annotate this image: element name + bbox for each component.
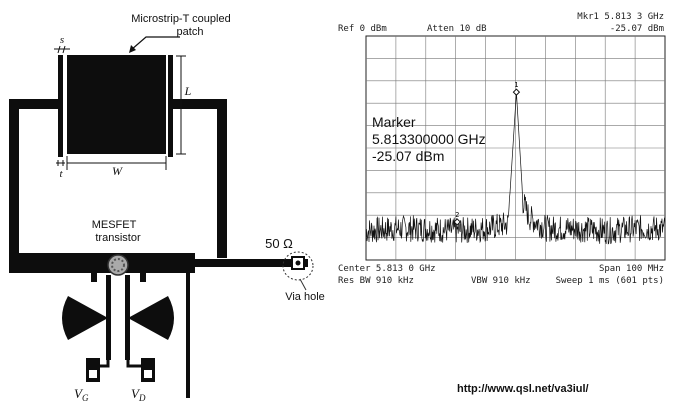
marker-title: Marker xyxy=(372,114,416,130)
patch-antenna xyxy=(67,55,166,154)
vbw-label: VBW 910 kHz xyxy=(471,276,531,286)
gate-bias-line xyxy=(106,275,111,360)
marker-1-tag: 1 xyxy=(514,81,518,89)
patch-label-arrow xyxy=(130,36,180,51)
transistor-label-line1: MESFET xyxy=(92,219,137,231)
vg-trace xyxy=(100,360,110,368)
vd-label: VD xyxy=(131,386,146,403)
marker-2-tag: 2 xyxy=(455,211,459,219)
dim-t-label: t xyxy=(59,168,63,180)
circuit-schematic: Microstrip-T coupled patch s L t W MESFE… xyxy=(9,13,325,403)
dim-L-marker xyxy=(176,55,186,155)
vg-pad-hole xyxy=(89,370,97,378)
feedline-left xyxy=(9,99,58,258)
via-hole-icon xyxy=(295,260,301,266)
spectrum-trace xyxy=(365,93,666,245)
marker-level: -25.07 dBm xyxy=(372,148,444,164)
res-bw-label: Res BW 910 kHz xyxy=(338,276,414,286)
radial-stub-right xyxy=(128,296,174,340)
impedance-label: 50 Ω xyxy=(265,236,293,251)
mesfet-transistor xyxy=(107,254,129,276)
vg-label: VG xyxy=(74,386,89,403)
main-microstrip xyxy=(9,253,195,273)
ref-level-label: Ref 0 dBm xyxy=(338,24,387,34)
patch-coupling-strip-left xyxy=(58,55,63,157)
dim-s-label: s xyxy=(60,34,64,46)
attenuation-label: Atten 10 dB xyxy=(427,24,487,34)
via-hole-label: Via hole xyxy=(285,291,325,303)
marker-1-diamond xyxy=(512,88,521,96)
dim-W-marker xyxy=(66,156,167,170)
patch-label-arrowhead xyxy=(129,45,136,53)
dim-W-label: W xyxy=(112,164,123,178)
via-label-leader xyxy=(299,278,307,291)
marker-readout-line2: -25.07 dBm xyxy=(610,24,664,34)
patch-label-line1: Microstrip-T coupled xyxy=(131,13,230,25)
spectrum-analyzer: Mkr1 5.813 3 GHz -25.07 dBm Ref 0 dBm At… xyxy=(338,12,666,286)
source-tab-right xyxy=(140,272,146,282)
feedline-right xyxy=(173,99,227,258)
dim-L-label: L xyxy=(184,84,192,98)
patch-label-line2: patch xyxy=(177,26,204,38)
span-label: Span 100 MHz xyxy=(599,264,664,274)
via-hole-dashed-ring xyxy=(282,251,314,281)
dim-s-marker xyxy=(54,45,70,54)
plot-grid xyxy=(366,36,665,260)
marker-readout-line1: Mkr1 5.813 3 GHz xyxy=(577,12,664,22)
source-tab-left xyxy=(91,272,97,282)
vd-trace xyxy=(126,360,141,368)
spectrum-trace-line xyxy=(365,93,666,245)
marker-group: 12 xyxy=(453,81,521,226)
bias-stub-vertical xyxy=(186,270,190,398)
dim-t-marker xyxy=(56,160,65,166)
source-url[interactable]: http://www.qsl.net/va3iul/ xyxy=(457,383,589,395)
vd-pad-hole xyxy=(144,370,152,378)
mesfet-texture xyxy=(111,258,125,272)
transistor-label-line2: transistor xyxy=(95,232,141,244)
drain-bias-line xyxy=(125,275,130,360)
patch-coupling-strip-right xyxy=(168,55,173,157)
sweep-label: Sweep 1 ms (601 pts) xyxy=(556,276,664,286)
marker-frequency: 5.813300000 GHz xyxy=(372,131,486,147)
radial-stub-left xyxy=(62,296,108,340)
marker-2-diamond xyxy=(453,218,461,226)
center-frequency-label: Center 5.813 0 GHz xyxy=(338,264,436,274)
output-line xyxy=(130,259,308,267)
